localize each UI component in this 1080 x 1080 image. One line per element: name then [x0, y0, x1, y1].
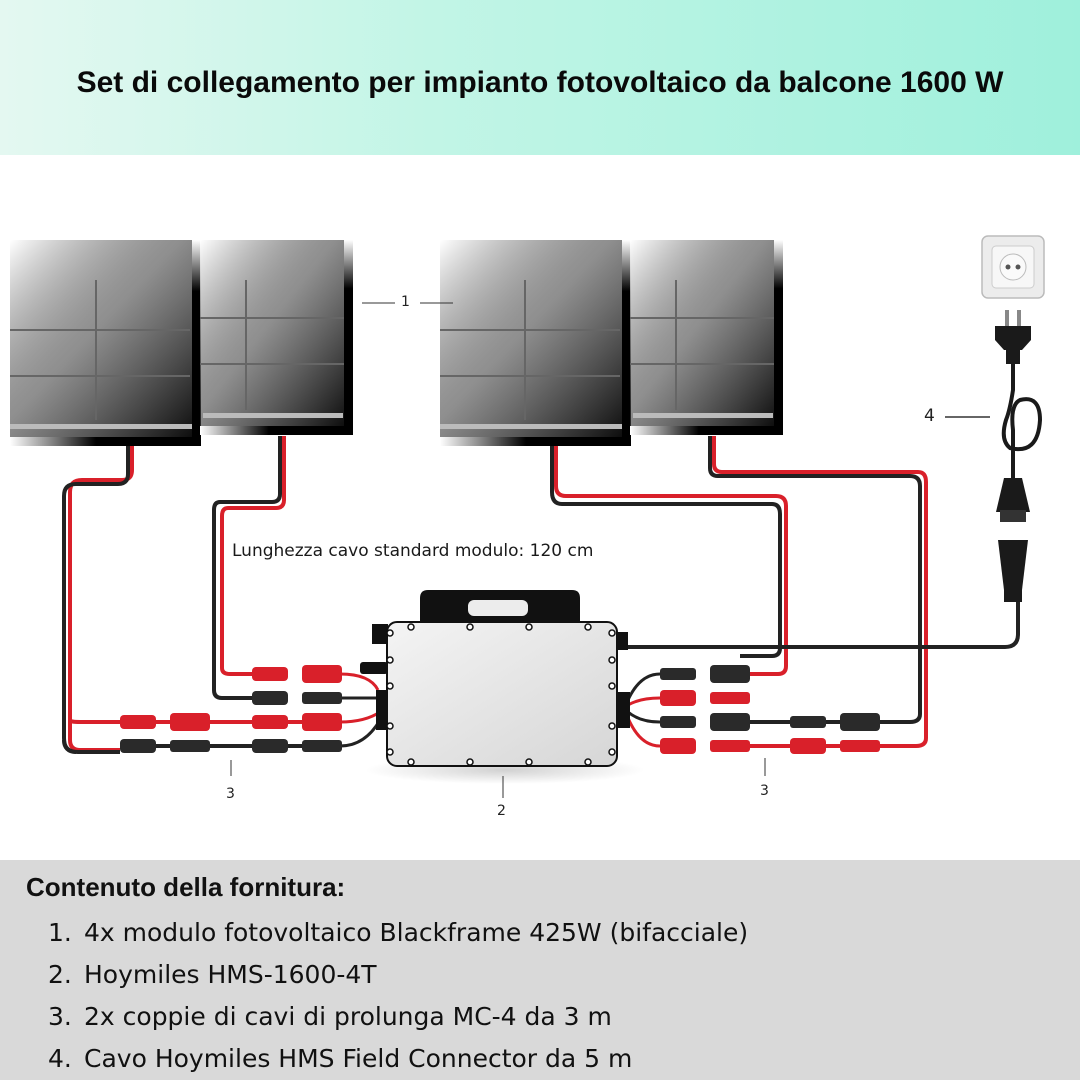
solar-panel-icon [630, 240, 783, 435]
delivery-contents-box: Contenuto della fornitura: 1.4x modulo f… [0, 860, 1080, 1080]
list-item: 2.Hoymiles HMS-1600-4T [48, 960, 377, 989]
plug-icon [995, 310, 1043, 602]
solar-panel-icon [200, 240, 353, 435]
solar-panel-icon [440, 240, 631, 446]
callout-label-2: 2 [497, 803, 506, 819]
list-item: 4.Cavo Hoymiles HMS Field Connector da 5… [48, 1044, 633, 1073]
callout-label-4: 4 [924, 406, 935, 426]
callout-label-3-right: 3 [760, 783, 769, 799]
mc4-connector-icon [660, 665, 880, 754]
list-item: 3.2x coppie di cavi di prolunga MC-4 da … [48, 1002, 612, 1031]
power-socket-icon [981, 235, 1045, 299]
inverter-icon [360, 590, 645, 784]
solar-panel-icon [10, 240, 201, 446]
mc4-connector-icon [120, 665, 342, 753]
callout-label-1: 1 [401, 294, 410, 310]
callout-label-3-left: 3 [226, 786, 235, 802]
list-item: 1.4x modulo fotovoltaico Blackframe 425W… [48, 918, 749, 947]
delivery-contents-list: 1.4x modulo fotovoltaico Blackframe 425W… [48, 912, 748, 1080]
page-title: Set di collegamento per impianto fotovol… [76, 65, 1004, 99]
cable-length-note: Lunghezza cavo standard modulo: 120 cm [232, 541, 594, 561]
wiring-diagram: Lunghezza cavo standard modulo: 120 cm 1… [0, 155, 1080, 860]
delivery-contents-title: Contenuto della fornitura: [26, 872, 346, 902]
header-banner: Set di collegamento per impianto fotovol… [0, 0, 1080, 155]
